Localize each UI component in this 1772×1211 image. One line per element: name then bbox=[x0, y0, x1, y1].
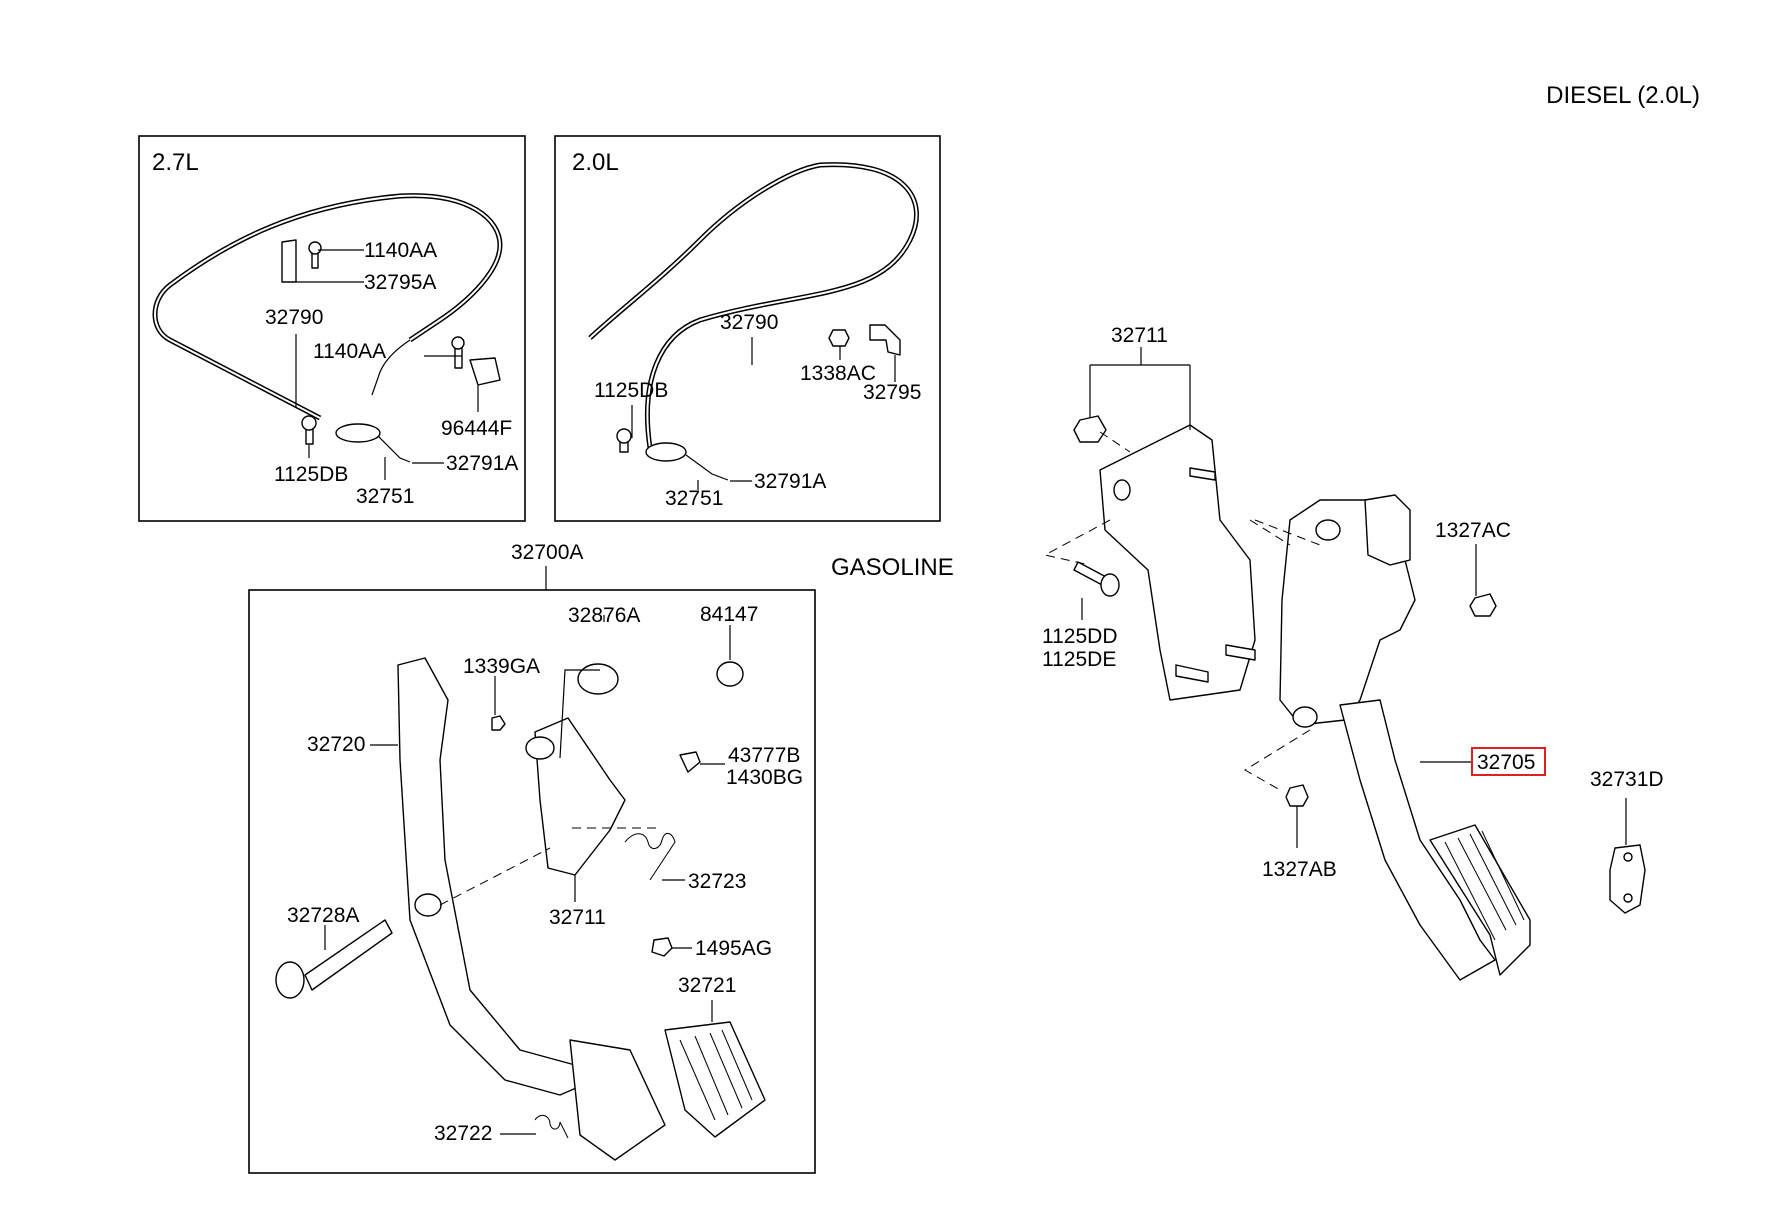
diesel-assembly: 32711 1327AC 1125DD 1125DE 32731D 1327AB… bbox=[1042, 324, 1664, 981]
label-32790-27l: 32790 bbox=[265, 306, 323, 329]
label-1338ac: 1338AC bbox=[800, 362, 876, 385]
label-1339ga: 1339GA bbox=[463, 655, 540, 678]
label-32728a: 32728A bbox=[287, 904, 359, 927]
label-32795: 32795 bbox=[863, 381, 921, 404]
label-32751-20l: 32751 bbox=[665, 487, 723, 510]
label-1430bg: 1430BG bbox=[726, 766, 803, 789]
label-1125db-20l: 1125DB bbox=[594, 379, 668, 402]
label-1327ab: 1327AB bbox=[1262, 858, 1337, 881]
label-1495ag: 1495AG bbox=[695, 937, 772, 960]
label-43777b: 43777B bbox=[728, 744, 800, 767]
box-2-7l-title: 2.7L bbox=[152, 149, 199, 176]
label-1140aa-upper: 1140AA bbox=[364, 239, 437, 262]
label-32876a: 32876A bbox=[568, 604, 640, 627]
label-32790-20l: 32790 bbox=[720, 311, 778, 334]
label-84147: 84147 bbox=[700, 603, 758, 626]
gasoline-title: GASOLINE bbox=[831, 554, 954, 581]
label-1125db-27l: 1125DB bbox=[274, 463, 348, 486]
pedal-arm-32705 bbox=[1339, 699, 1496, 981]
cable-32790-27l bbox=[152, 193, 503, 421]
label-1125dd: 1125DD bbox=[1042, 625, 1118, 648]
bracket-32711-diesel bbox=[1099, 424, 1256, 701]
box-2-0l-title: 2.0L bbox=[572, 149, 619, 176]
label-1125de: 1125DE bbox=[1042, 648, 1116, 671]
bracket-32711-gas bbox=[534, 717, 626, 876]
label-32791a-20l: 32791A bbox=[754, 470, 826, 493]
label-32711-gas: 32711 bbox=[549, 906, 606, 929]
label-32721: 32721 bbox=[678, 974, 736, 997]
label-32705[interactable]: 32705 bbox=[1477, 751, 1535, 774]
label-32731d: 32731D bbox=[1590, 768, 1664, 791]
label-32711-diesel: 32711 bbox=[1111, 324, 1168, 347]
plate-32731d bbox=[1609, 844, 1646, 914]
highlight-32705 bbox=[1471, 747, 1546, 776]
label-32723: 32723 bbox=[688, 870, 746, 893]
label-1327ac: 1327AC bbox=[1435, 519, 1511, 542]
gasoline-assembly: GASOLINE 32700A bbox=[248, 541, 954, 1174]
label-32751-27l: 32751 bbox=[356, 485, 414, 508]
label-96444f: 96444F bbox=[441, 417, 512, 440]
header-title: DIESEL (2.0L) bbox=[1546, 82, 1700, 109]
label-32791a-27l: 32791A bbox=[446, 452, 518, 475]
box-2-7l: 2.7L 1140AA 32795A 32790 1140AA bbox=[138, 135, 526, 522]
label-32722: 32722 bbox=[434, 1122, 492, 1145]
box-2-0l: 2.0L 32790 1338AC 32795 1125DB 32751 327… bbox=[554, 135, 941, 522]
label-1140aa-lower: 1140AA bbox=[313, 340, 386, 363]
label-32700a: 32700A bbox=[511, 541, 583, 564]
pedal-pad-32721 bbox=[664, 1021, 766, 1138]
label-32795a: 32795A bbox=[364, 271, 436, 294]
label-32720: 32720 bbox=[307, 733, 365, 756]
